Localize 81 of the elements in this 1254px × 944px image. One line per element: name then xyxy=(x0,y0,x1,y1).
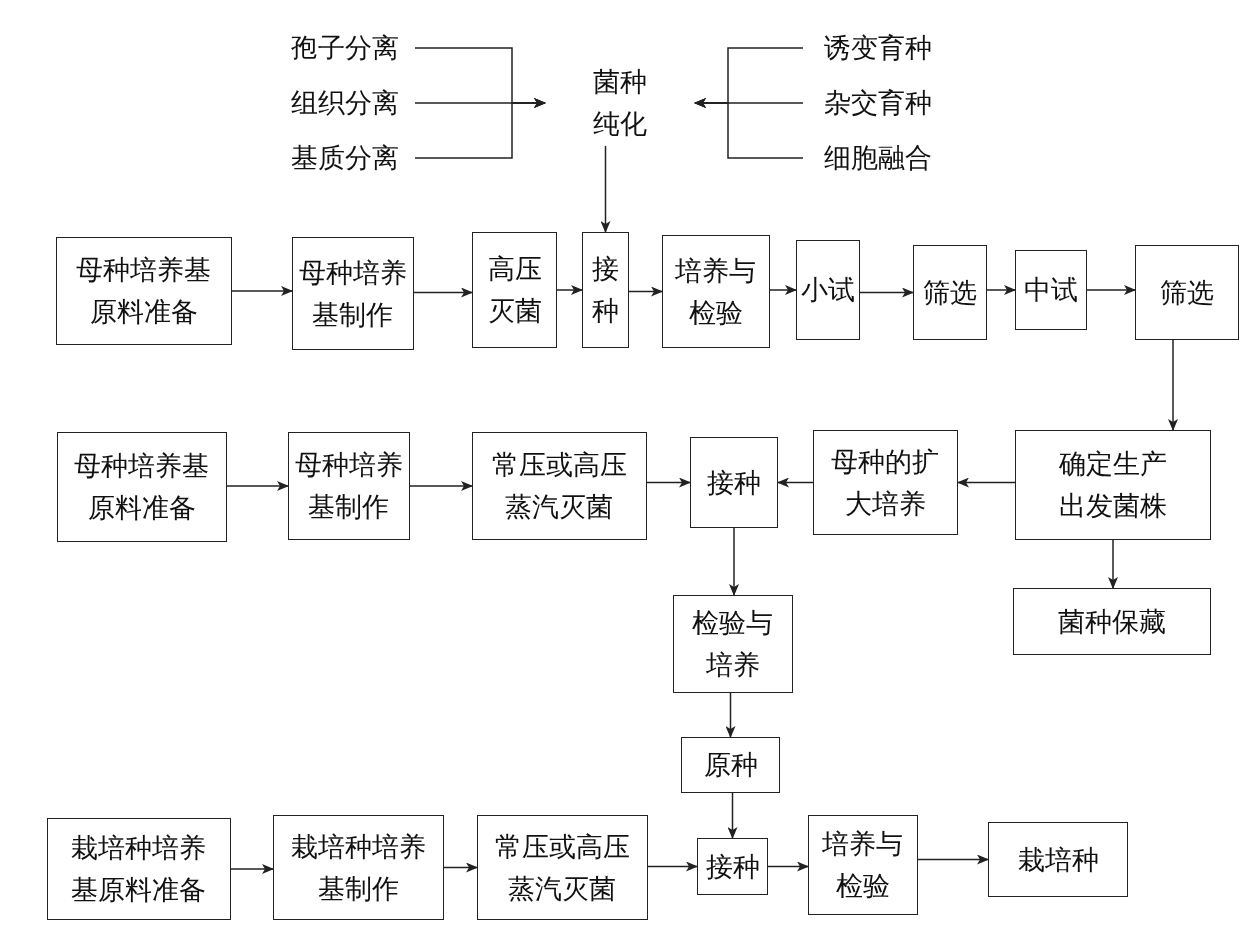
box-label: 检验与培养 xyxy=(691,606,775,682)
label-text: 组织分离 xyxy=(291,86,399,121)
box-label: 母种培养基制作 xyxy=(294,448,404,524)
box-label: 高压灭菌 xyxy=(487,252,542,328)
process-box xyxy=(1013,588,1211,655)
arrow xyxy=(986,285,1016,295)
process-box xyxy=(697,838,768,895)
label-text: 杂交育种 xyxy=(824,86,932,121)
box-label: 菌种保藏 xyxy=(1057,604,1167,639)
arrow xyxy=(1086,285,1136,295)
box-label: 接种 xyxy=(705,849,760,884)
box-label: 母种培养基原料准备 xyxy=(75,253,213,329)
process-box xyxy=(56,237,232,345)
process-box xyxy=(988,822,1128,897)
arrow xyxy=(556,285,583,295)
arrow xyxy=(414,98,546,159)
box-label: 常压或高压蒸汽灭菌 xyxy=(491,448,628,524)
arrow xyxy=(727,792,738,839)
arrow xyxy=(767,861,809,872)
box-label: 确定生产出发菌株 xyxy=(1058,447,1168,523)
box-label: 母种培养基制作 xyxy=(298,255,408,332)
arrow xyxy=(1108,539,1118,589)
process-box xyxy=(288,432,410,540)
process-box xyxy=(681,737,780,793)
process-box xyxy=(813,430,958,535)
box-label: 栽培种培养基制作 xyxy=(290,829,427,906)
arrow xyxy=(917,854,989,865)
arrow xyxy=(226,481,289,491)
process-box xyxy=(690,437,778,528)
label-text: 孢子分离 xyxy=(291,31,399,66)
process-box xyxy=(913,245,987,340)
arrow xyxy=(694,98,804,159)
arrow xyxy=(628,286,663,297)
process-box xyxy=(1135,245,1239,340)
box-label: 接种 xyxy=(592,252,619,328)
arrow xyxy=(769,285,797,295)
label-text: 细胞融合 xyxy=(824,141,932,176)
label-text: 菌种纯化 xyxy=(593,65,647,141)
arrow xyxy=(725,692,736,738)
box-label: 培养与检验 xyxy=(821,827,905,903)
box-label: 母种的扩大培养 xyxy=(830,444,941,521)
process-box xyxy=(796,240,860,340)
label-text: 诱变育种 xyxy=(824,31,932,66)
box-label: 筛选 xyxy=(923,275,977,310)
process-box xyxy=(582,232,629,348)
box-label: 原种 xyxy=(703,748,758,783)
arrow xyxy=(646,477,691,488)
process-box xyxy=(477,815,648,920)
arrow xyxy=(777,477,814,488)
process-box xyxy=(292,237,414,350)
process-box xyxy=(662,235,770,348)
box-label: 栽培种培养基原料准备 xyxy=(70,831,208,907)
process-box xyxy=(1015,430,1211,540)
arrow xyxy=(957,477,1016,488)
box-label: 筛选 xyxy=(1160,275,1214,310)
arrow xyxy=(647,861,698,872)
arrow xyxy=(231,286,293,296)
box-label: 母种培养基原料准备 xyxy=(73,449,211,525)
arrow xyxy=(859,287,914,298)
arrow xyxy=(1168,339,1178,431)
box-label: 中试 xyxy=(1024,273,1078,308)
process-box xyxy=(57,432,227,542)
process-box xyxy=(1015,250,1087,330)
process-box xyxy=(808,815,918,915)
label-text: 基质分离 xyxy=(291,141,399,176)
process-box xyxy=(47,818,231,920)
arrow xyxy=(413,287,473,298)
arrow xyxy=(729,527,739,596)
process-box xyxy=(472,432,647,540)
process-box xyxy=(673,595,793,693)
arrow xyxy=(443,862,478,873)
process-box xyxy=(273,815,444,920)
box-label: 栽培种 xyxy=(1016,842,1100,877)
arrow xyxy=(600,145,611,233)
box-label: 常压或高压蒸汽灭菌 xyxy=(494,829,631,906)
box-label: 接种 xyxy=(707,465,761,500)
process-box xyxy=(472,232,557,348)
box-label: 培养与检验 xyxy=(674,253,758,330)
arrow xyxy=(409,481,473,491)
box-label: 小试 xyxy=(800,273,856,308)
arrow xyxy=(230,864,274,874)
